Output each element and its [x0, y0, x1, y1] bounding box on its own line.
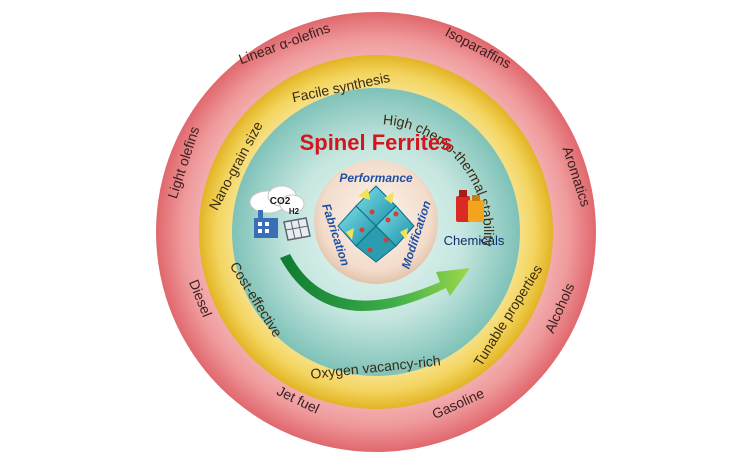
factory-icon	[254, 210, 278, 238]
conversion-arrow	[280, 254, 470, 312]
solar-panel-icon	[283, 217, 311, 241]
crystal-structure-icon	[337, 185, 415, 263]
chemicals-label: Chemicals	[444, 233, 505, 248]
center-label-performance: Performance	[339, 171, 413, 185]
diagram-title: Spinel Ferrites	[300, 130, 453, 155]
h2-label: H2	[289, 207, 300, 216]
chemicals-icon	[456, 190, 484, 222]
co2-cloud-icon: CO2	[249, 185, 305, 214]
co2-label: CO2	[270, 196, 291, 207]
